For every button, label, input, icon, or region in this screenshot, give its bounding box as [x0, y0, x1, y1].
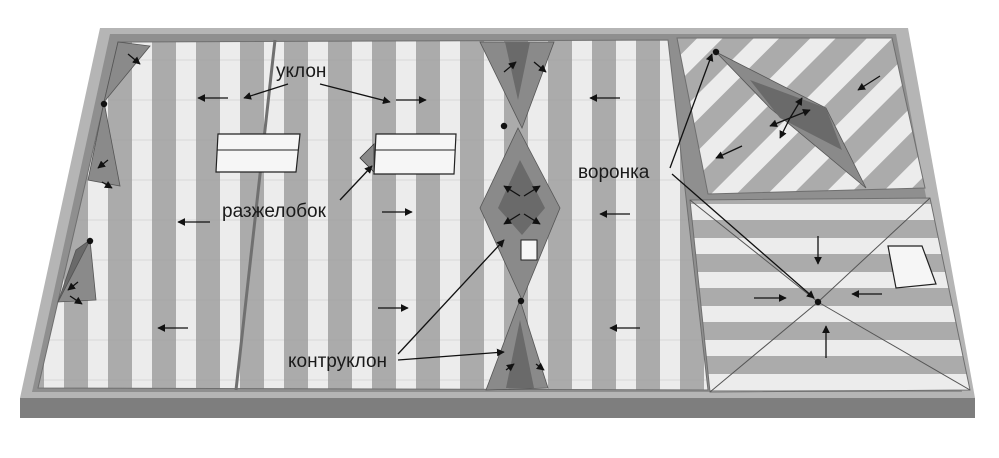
bottom-right-funnel-zone [689, 197, 971, 393]
leader-lines [243, 53, 815, 361]
label-counterslope: контруклон [288, 351, 387, 372]
main-roof-section [37, 39, 709, 391]
drains [86, 48, 822, 306]
expansion-joint [234, 39, 277, 391]
slope-arrows [67, 53, 882, 372]
label-valley: разжелобок [222, 201, 327, 222]
label-funnel: воронка [578, 162, 650, 183]
label-slope: уклон [276, 61, 326, 82]
roof-structures [215, 133, 937, 289]
